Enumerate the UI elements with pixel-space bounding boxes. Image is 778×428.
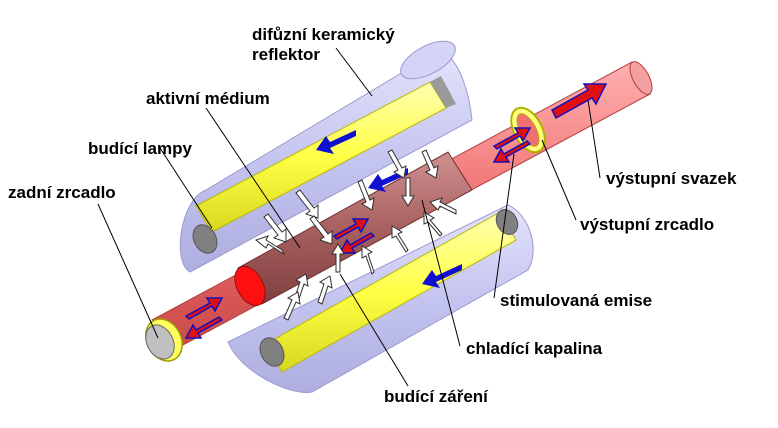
pump-radiation-arrows bbox=[254, 149, 457, 321]
label-output-beam: výstupní svazek bbox=[606, 169, 737, 188]
emission-arrow-left-b bbox=[184, 316, 224, 339]
label-reflector-line2: reflektor bbox=[252, 45, 320, 64]
label-pump-radiation: budící záření bbox=[384, 387, 489, 406]
label-coolant: chladící kapalina bbox=[466, 339, 603, 358]
emission-arrow-center-b bbox=[338, 232, 376, 254]
label-pump-lamps: budící lampy bbox=[88, 139, 192, 158]
emission-arrow-center-a bbox=[332, 218, 370, 240]
label-active-medium: aktivní médium bbox=[146, 89, 270, 108]
rear-mirror bbox=[145, 318, 183, 362]
emission-arrow-left-a bbox=[184, 297, 224, 320]
coolant-arrow-upper bbox=[316, 130, 356, 154]
label-stimulated-emission: stimulovaná emise bbox=[500, 291, 652, 310]
emission-arrow-output bbox=[551, 83, 608, 120]
emission-arrow-right-top bbox=[492, 127, 532, 150]
emission-arrow-right-bottom bbox=[492, 140, 532, 163]
emission-arrows bbox=[184, 83, 608, 339]
pump-lamp-upper bbox=[192, 76, 456, 254]
pump-lamp-lower bbox=[259, 209, 519, 373]
label-rear-mirror: zadní zrcadlo bbox=[8, 183, 116, 202]
label-output-mirror: výstupní zrcadlo bbox=[580, 215, 714, 234]
label-reflector-line1: difůzní keramický bbox=[252, 25, 395, 44]
leader-lines bbox=[97, 47, 601, 387]
